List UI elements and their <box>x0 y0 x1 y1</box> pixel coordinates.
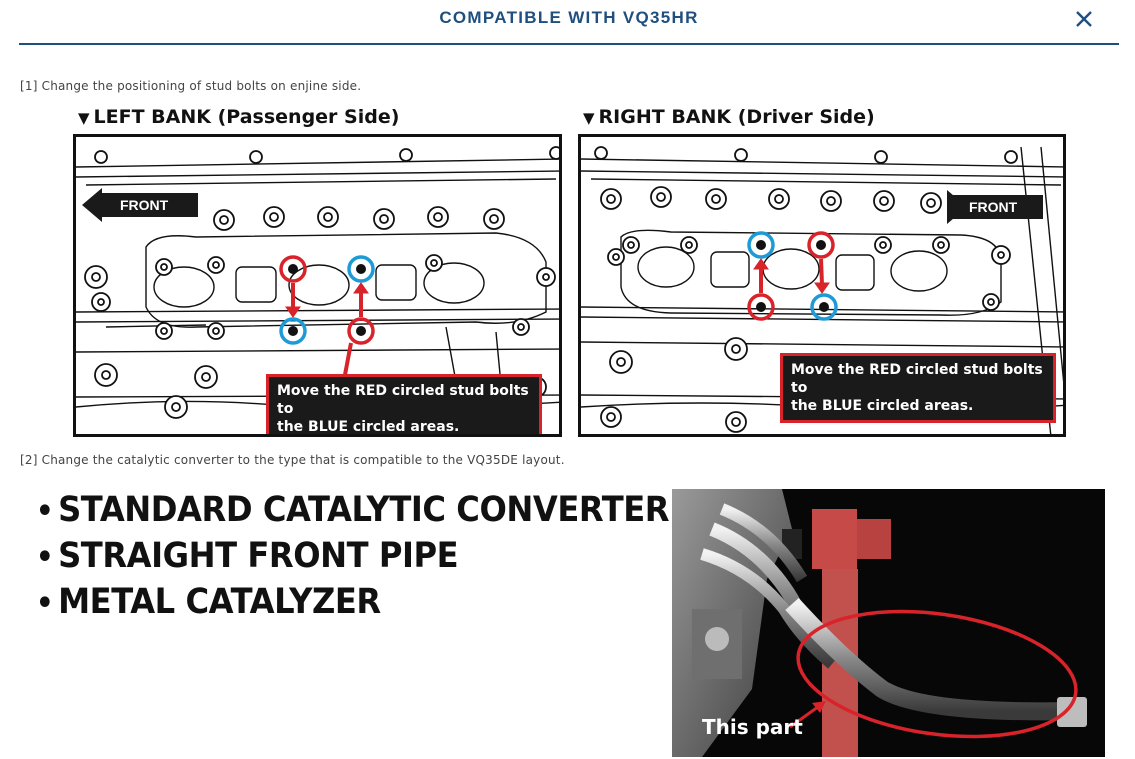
feature-item-label: STRAIGHT FRONT PIPE <box>58 536 459 576</box>
left-bank-title-text: LEFT BANK (Passenger Side) <box>93 106 400 128</box>
arrow-left-icon <box>82 188 102 222</box>
left-bank-title: ▼LEFT BANK (Passenger Side) <box>78 106 399 128</box>
photo-label: This part <box>702 715 803 739</box>
feature-item-label: METAL CATALYZER <box>58 582 381 622</box>
feature-item-label: STANDARD CATALYTIC CONVERTER <box>58 490 670 530</box>
bullet-dot: • <box>36 540 54 575</box>
triangle-down-icon: ▼ <box>583 109 595 127</box>
modal-header: COMPATIBLE WITH VQ35HR <box>19 0 1119 45</box>
exhaust-photo: This part <box>672 489 1105 757</box>
right-bank-title: ▼RIGHT BANK (Driver Side) <box>583 106 875 128</box>
left-front-label: FRONT <box>120 197 169 213</box>
feature-item: •STANDARD CATALYTIC CONVERTER <box>36 488 670 534</box>
triangle-down-icon: ▼ <box>78 109 90 127</box>
exhaust-illustration <box>672 489 1087 757</box>
close-icon <box>1076 11 1092 27</box>
right-bank-title-text: RIGHT BANK (Driver Side) <box>598 106 875 128</box>
right-bank-diagram: FRONT Move the RED circled stud bolts to… <box>578 134 1066 437</box>
bullet-dot: • <box>36 494 54 529</box>
right-callout-line2: the BLUE circled areas. <box>791 398 974 414</box>
arrow-right-icon <box>947 190 967 224</box>
close-button[interactable] <box>1071 5 1097 31</box>
right-callout: Move the RED circled stud bolts to the B… <box>780 353 1056 423</box>
right-callout-line1: Move the RED circled stud bolts to <box>791 362 1043 396</box>
modal-title: COMPATIBLE WITH VQ35HR <box>439 8 699 27</box>
bullet-dot: • <box>36 586 54 621</box>
feature-list: •STANDARD CATALYTIC CONVERTER •STRAIGHT … <box>36 488 724 626</box>
left-bank-diagram: FRONT Move the RED circled stud bolts to… <box>73 134 562 437</box>
left-callout: Move the RED circled stud bolts to the B… <box>266 374 542 435</box>
feature-item: •METAL CATALYZER <box>36 580 669 626</box>
right-front-label: FRONT <box>969 199 1018 215</box>
left-callout-line2: the BLUE circled areas. <box>277 419 460 435</box>
feature-item: •STRAIGHT FRONT PIPE <box>36 534 669 580</box>
right-front-tag: FRONT <box>947 190 1043 224</box>
left-bank-engine-drawing <box>76 146 559 434</box>
step-1-text: [1] Change the positioning of stud bolts… <box>20 79 362 93</box>
left-callout-line1: Move the RED circled stud bolts to <box>277 383 529 417</box>
step-2-text: [2] Change the catalytic converter to th… <box>20 453 565 467</box>
left-front-tag: FRONT <box>82 188 198 222</box>
